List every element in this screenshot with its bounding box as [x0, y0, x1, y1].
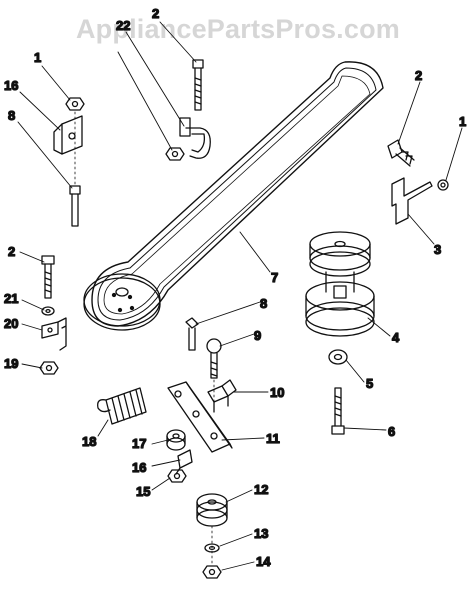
pin-part-8-mid	[185, 317, 199, 351]
callout-11: 11	[266, 431, 280, 446]
callout-9: 9	[254, 328, 261, 343]
belt-pulley-disc	[83, 273, 161, 331]
callout-19: 19	[4, 356, 18, 371]
callout-4: 4	[392, 330, 400, 345]
bolt-part-6	[331, 387, 345, 435]
nut-part-1-right	[437, 179, 449, 191]
spacer-part-17	[166, 429, 186, 451]
callout-14: 14	[256, 554, 271, 569]
washer-part-5	[328, 349, 348, 365]
callout-3: 3	[434, 242, 441, 257]
idler-arm-part-11	[167, 381, 233, 453]
callout-18: 18	[82, 434, 96, 449]
callout-2-top: 2	[152, 6, 159, 21]
bolt-part-2-left	[41, 255, 55, 299]
callout-16-bottom: 16	[132, 460, 146, 475]
leader-lines	[17, 21, 463, 571]
bolt-part-2-right	[387, 139, 415, 167]
hook-bracket-part-22	[179, 117, 211, 159]
bolt-part-2-top	[192, 59, 204, 111]
washer-part-21	[41, 306, 55, 316]
nut-part-1-left	[65, 97, 85, 111]
callout-8-left: 8	[8, 108, 15, 123]
bracket-part-16-top	[53, 115, 83, 155]
callout-2-left: 2	[8, 244, 15, 259]
spring-part-18	[97, 387, 147, 425]
callout-21: 21	[4, 291, 18, 306]
callout-17: 17	[132, 436, 146, 451]
nut-part-1-mid	[165, 147, 185, 161]
bracket-part-10	[207, 379, 237, 413]
bolt-part-8-left	[69, 185, 81, 227]
callout-10: 10	[270, 385, 284, 400]
callout-20: 20	[4, 316, 18, 331]
callout-1-right: 1	[459, 114, 466, 129]
nut-part-15	[167, 469, 187, 483]
nut-part-14	[202, 565, 222, 579]
callout-12: 12	[254, 482, 268, 497]
callout-15: 15	[136, 484, 150, 499]
callout-1-left: 1	[34, 50, 41, 65]
nut-part-19	[39, 361, 59, 375]
bracket-part-3	[391, 177, 433, 225]
callout-7: 7	[271, 270, 278, 285]
callout-22: 22	[116, 18, 130, 33]
idler-pulley-part-12	[196, 493, 228, 527]
callout-16-top: 16	[4, 78, 18, 93]
double-pulley-part-4	[305, 231, 375, 337]
callout-6: 6	[388, 424, 395, 439]
callout-13: 13	[254, 526, 268, 541]
shoulder-bolt-part-9	[206, 338, 222, 379]
bracket-part-20	[41, 317, 67, 351]
callout-5: 5	[366, 376, 373, 391]
callout-8-mid: 8	[260, 296, 267, 311]
callout-2-right: 2	[415, 68, 422, 83]
